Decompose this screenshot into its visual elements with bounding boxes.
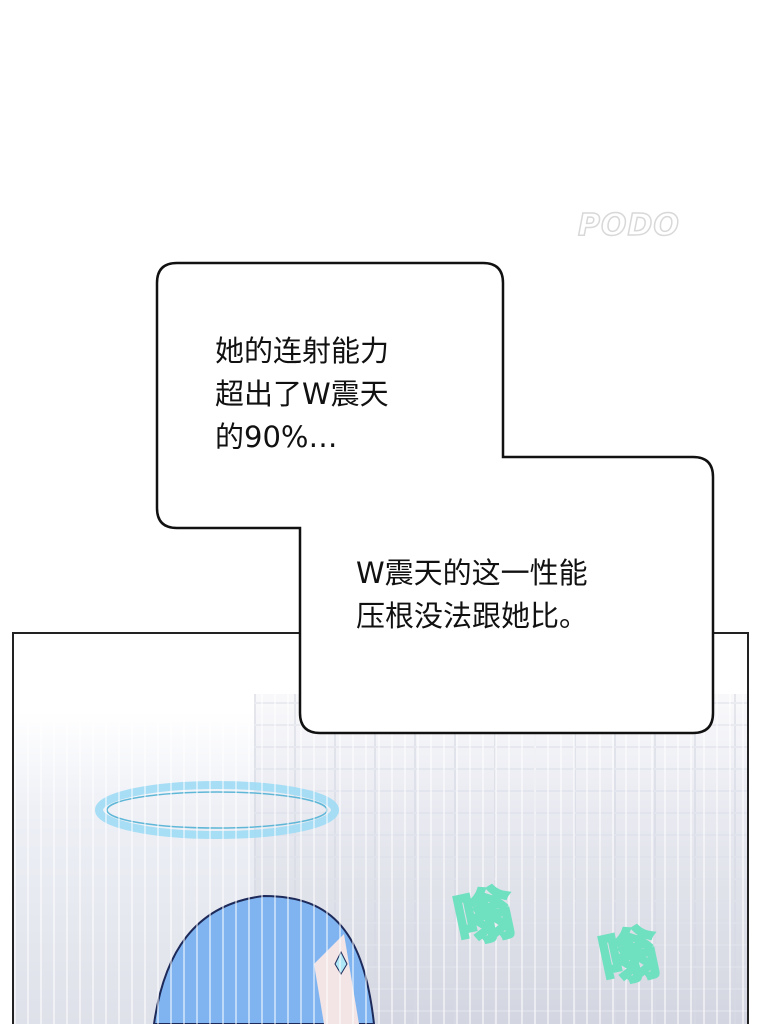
watermark-text: PODO (577, 207, 680, 244)
bubble-1-line-2: 超出了W震天 (215, 377, 389, 411)
speech-bubble-1: 她的连射能力超出了W震天的90%… (215, 330, 389, 459)
speech-bubble-outline (155, 261, 715, 735)
speech-bubble-2: W震天的这一性能压根没法跟她比。 (356, 552, 588, 638)
bubble-2-line-2: 压根没法跟她比。 (356, 599, 589, 633)
bubble-1-line-1: 她的连射能力 (215, 334, 390, 368)
bubble-2-line-1: W震天的这一性能 (356, 556, 588, 590)
bubble-1-line-3: 的90%… (215, 420, 338, 454)
watermark-logo: PODO (577, 207, 680, 244)
